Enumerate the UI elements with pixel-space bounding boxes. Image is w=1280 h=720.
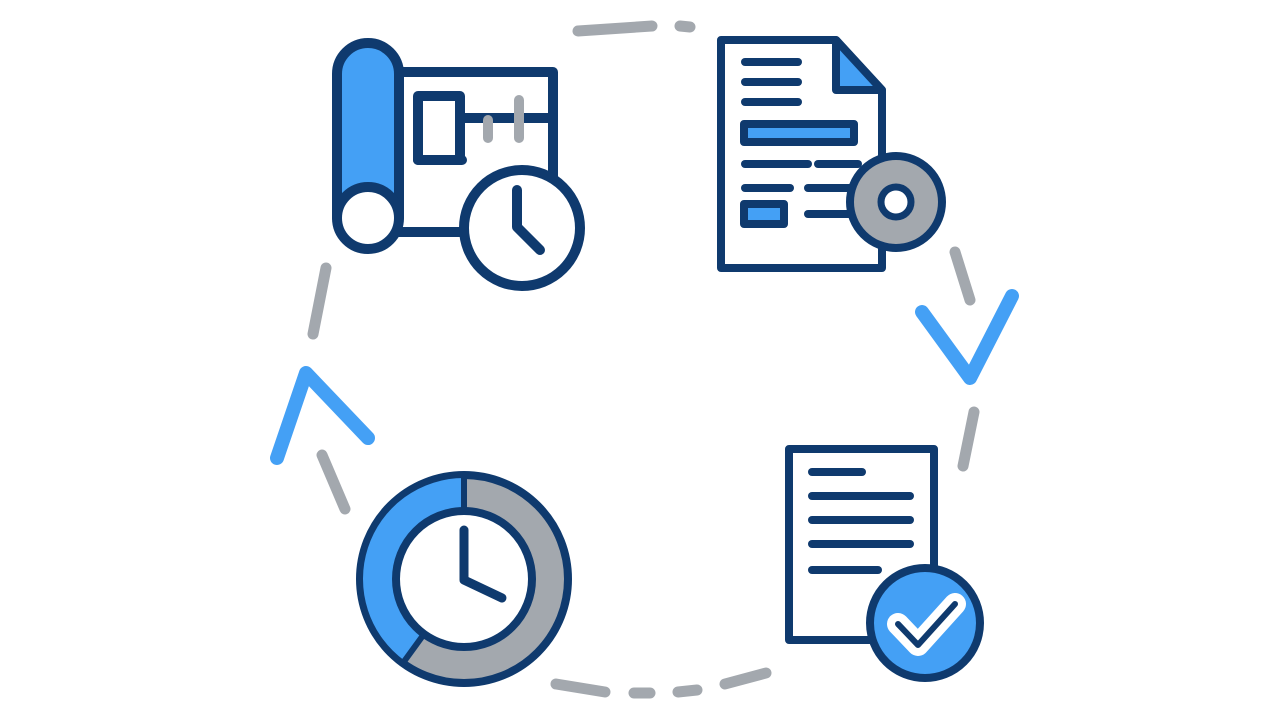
blueprint-clock-icon	[332, 38, 585, 291]
connector-dashes	[307, 20, 980, 699]
clock-progress-icon	[356, 471, 572, 687]
connector-dash	[957, 406, 980, 472]
connector-dash	[672, 684, 703, 698]
progress-clock-hands	[459, 525, 507, 603]
connector-dash	[316, 449, 351, 515]
blueprint-clock-hands	[512, 185, 545, 255]
document-fold	[832, 36, 886, 94]
blueprint-sheet	[363, 67, 558, 191]
document-box	[740, 200, 788, 228]
blueprint-roll	[332, 38, 404, 223]
connector-dash	[572, 20, 658, 37]
connector-dash	[674, 20, 696, 33]
document-settings-icon	[717, 36, 946, 272]
chevron-up-icon	[270, 366, 375, 465]
document-highlight-bar	[740, 120, 858, 146]
document-check-icon	[785, 445, 984, 682]
connector-dash	[719, 667, 772, 690]
connector-dash	[550, 678, 611, 698]
chevron-down-icon	[915, 289, 1019, 385]
check-mark-outline	[895, 601, 958, 648]
settings-disc-hole	[877, 183, 915, 221]
connector-dash	[307, 262, 332, 340]
blueprint-roll-end	[332, 182, 404, 254]
connector-dash	[949, 246, 976, 306]
